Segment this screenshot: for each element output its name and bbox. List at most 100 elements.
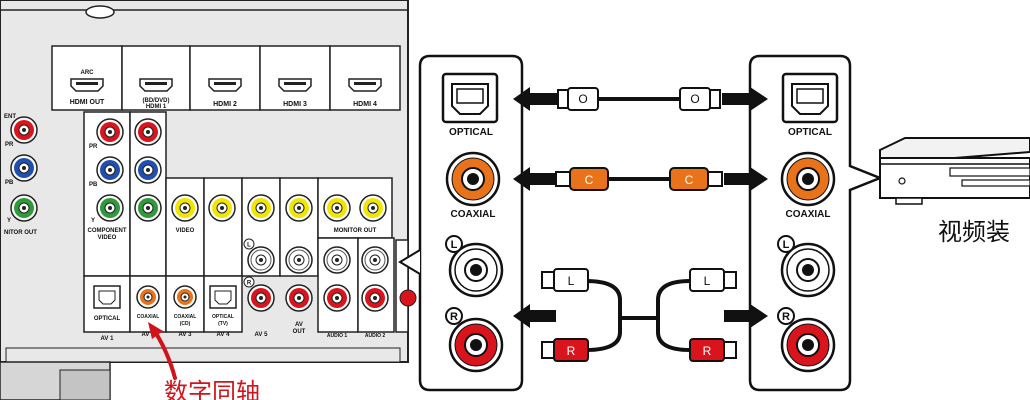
hdmi-out-slot [51,45,123,111]
coaxial-av3-port-icon [173,285,197,309]
right-coaxial-label: COAXIAL [786,209,831,220]
video-jack-4-icon [285,194,313,222]
av-out-label: AV [295,322,303,328]
component-pr-jack-icon [96,118,124,146]
hdmi-3-port-icon [278,78,312,92]
audio2-l-jack-icon [361,246,389,274]
hdmi-2-label: HDMI 2 [213,101,237,108]
av5-label: AV 5 [255,332,269,338]
left-pb-jack-icon [10,154,38,182]
coaxial-arrow-right-icon [724,167,768,191]
optical-av4-port-icon [209,285,237,309]
left-pr-label: PR [5,142,14,148]
audio-l-plug-1 [553,268,589,292]
audio1-l-jack-icon [323,246,351,274]
hdmi-out-port-icon [70,78,104,92]
optical-plug-2-label: O [690,92,699,106]
device-caption: 视频装 [938,218,1010,246]
component-pb-label: PB [89,182,98,188]
analog-audio-cable: L L R R [513,268,768,362]
hdmi-section: ARC HDMI OUT (BD/DVD) HDMI 1 HDMI 2 HDMI… [51,45,401,111]
panel-l-badge-icon [243,238,255,250]
monitor-out-jack-1-icon [323,194,351,222]
component-y-jack-icon [96,194,124,222]
left-l-badge-label: L [451,239,458,251]
right-coaxial-jack-icon [780,151,836,207]
component2-pb-jack-icon [134,156,162,184]
optical-2-sub-label: (TV) [218,321,228,327]
component-y-label: Y [91,218,95,224]
right-r-jack-icon [780,317,836,373]
optical-cable: O O [513,87,768,111]
mounting-hole-icon [85,5,115,19]
audio-r-plug-1 [553,338,589,362]
left-monitor-out-label: NITOR OUT [4,230,37,236]
right-jack-panel: OPTICAL COAXIAL L R [748,54,884,392]
digital-input-row: OPTICAL COAXIAL COAXIAL (CD) OPTICAL (TV… [83,275,386,342]
video-device-icon [879,137,1030,205]
annotation-arrow-icon [148,322,177,380]
right-optical-jack-icon [781,72,839,124]
video-row: VIDEO MONITOR OUT [165,177,393,277]
component-label-2: VIDEO [98,235,117,241]
coaxial-arrow-left-icon [513,167,556,191]
hdmi-4-slot [329,45,401,111]
monitor-out-label: MONITOR OUT [334,228,377,234]
coaxial-cable: C C [513,167,768,191]
left-r-badge-label: R [450,311,458,323]
panel-l-badge-label: L [247,243,251,249]
hdmi-3-label: HDMI 3 [283,101,307,108]
component2-y-jack-icon [134,194,162,222]
optical-1-label: OPTICAL [94,316,121,322]
component-pr-label: PR [89,144,98,150]
av5-r-jack-icon [247,284,275,312]
avout-r-jack-icon [285,284,313,312]
left-jack-panel: OPTICAL COAXIAL L R [418,54,524,392]
optical-2-label: OPTICAL [212,314,234,320]
audio-r-plug-2-label: R [703,344,712,358]
left-optical-label: OPTICAL [449,127,493,138]
left-r-jack-icon [448,317,504,373]
right-r-badge-label: R [782,311,790,323]
hdmi-2-slot [189,45,261,111]
hdmi-4-label: HDMI 4 [353,101,377,108]
hdmi-4-port-icon [348,78,382,92]
avout-l-jack-icon [285,246,313,274]
coaxial-plug-2-label: C [685,173,694,187]
optical-arrow-left-icon [513,87,558,111]
component2-pr-jack-icon [134,118,162,146]
left-coaxial-label: COAXIAL [451,209,496,220]
audio-r-plug-1-label: R [567,344,576,358]
component-pb-jack-icon [96,156,124,184]
av-out-sub-label: OUT [293,329,306,335]
left-panel-notch [398,249,421,275]
hdmi-1-label: HDMI 1 [146,104,167,110]
audio1-r-jack-icon [323,284,351,312]
audio-l-plug-2-label: L [704,274,711,288]
optical-plug-1-label: O [578,92,587,106]
coaxial-2-label: COAXIAL [174,314,197,320]
av4-label: AV 4 [217,332,231,338]
optical-av1-port-icon [93,285,121,309]
monitor-out-jack-2-icon [359,194,387,222]
hdmi-1-slot [121,45,191,111]
left-pb-label: PB [5,180,14,186]
left-top-label: ENT [4,114,16,120]
left-component-out: ENT PR PB Y NITOR OUT [4,114,38,236]
av2-label: AV 2 [142,332,156,338]
panel-r-badge-icon [243,276,255,288]
component-label-1: COMPONENT [88,228,127,234]
audio-arrow-right-icon [724,304,768,328]
left-coaxial-jack-icon [445,151,501,207]
av5-l-jack-icon [247,246,275,274]
audio2-label: AUDIO 2 [365,333,386,339]
optical-arrow-right-icon [722,87,768,111]
right-optical-label: OPTICAL [788,127,832,138]
video-jack-3-icon [247,194,275,222]
hdmi-1-top-label: (BD/DVD) [143,98,170,104]
coaxial-2-sub-label: (CD) [180,321,191,327]
video-jack-1-icon [171,194,199,222]
panel-r-badge-label: R [247,281,252,287]
video-jack-2-icon [208,194,236,222]
